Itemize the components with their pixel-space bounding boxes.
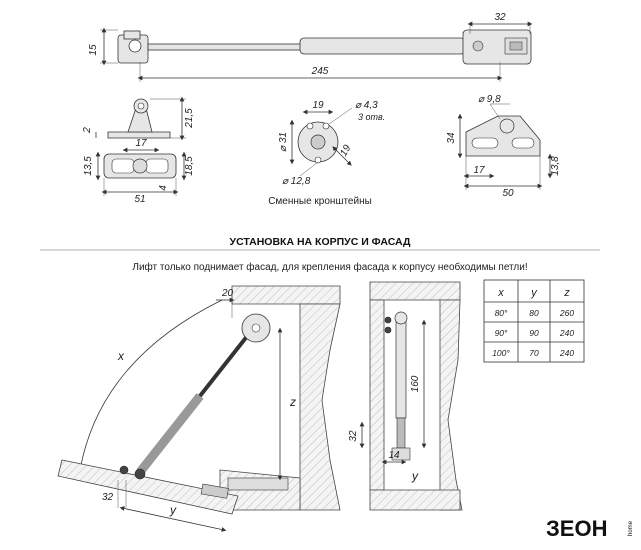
table-header-y: y: [530, 287, 538, 299]
dim-strut-height: 15: [88, 44, 99, 56]
dim-round-width: 19: [312, 100, 324, 111]
dim-bottom-32: 32: [102, 492, 114, 503]
dim-160: 160: [410, 375, 421, 392]
dim-bracket-width: 51: [134, 194, 145, 205]
dim-bracket-mid: 4: [158, 185, 169, 191]
install-diagram-open: x z 20 y 32: [57, 285, 341, 532]
table-cell: 100°: [492, 348, 510, 358]
dim-14: 14: [388, 450, 400, 461]
install-diagram-closed: 160 32 14 y: [348, 281, 463, 511]
dim-round-offset: 19: [338, 143, 353, 159]
table-cell: 90: [529, 328, 539, 338]
dim-angled-thick: 13,8: [550, 156, 561, 176]
dim-round-height: ⌀ 31: [278, 132, 289, 152]
dim-round-center: ⌀ 12,8: [282, 176, 311, 187]
label-y-left: y: [169, 503, 177, 517]
bracket-flat: 2 21,5 17 51 13,5 18,5 4: [82, 96, 195, 205]
dimensions-table: x y z 80° 80 260 90° 90 240 100° 70 240: [483, 279, 585, 363]
table-cell: 90°: [495, 328, 508, 338]
bracket-angled: ⌀ 9,8 34 17 50 13,8: [446, 94, 561, 199]
table-cell: 70: [529, 348, 539, 358]
logo-text: ЗЕОН: [546, 516, 607, 541]
dim-round-hole-count: 3 отв.: [358, 112, 385, 122]
caption-brackets: Сменные кронштейны: [268, 196, 372, 207]
dim-bracket-right: 18,5: [184, 156, 195, 176]
dim-angled-hole: ⌀ 9,8: [478, 94, 501, 105]
dim-angled-height: 34: [446, 132, 457, 144]
dim-round-hole: ⌀ 4,3: [355, 100, 378, 111]
dim-32-mid: 32: [348, 430, 359, 442]
dim-angled-length: 50: [502, 188, 514, 199]
zeon-logo: ЗЕОН home: [546, 516, 634, 541]
table-cell: 240: [559, 348, 574, 358]
dim-bracket-height: 21,5: [184, 108, 195, 129]
label-z: z: [289, 395, 296, 409]
label-y-mid: y: [411, 469, 419, 483]
table-cell: 260: [559, 308, 574, 318]
dim-total-length: 245: [311, 66, 329, 77]
dim-top-20: 20: [221, 288, 234, 299]
install-note: Лифт только поднимает фасад, для креплен…: [132, 261, 527, 273]
dim-bracket-thickness: 13,5: [83, 156, 94, 176]
gas-strut-drawing: 15 245 32: [88, 12, 533, 82]
bracket-round: 19 ⌀ 4,3 3 отв. ⌀ 31 ⌀ 12,8 19: [278, 100, 385, 187]
dim-right-mount: 32: [494, 12, 506, 23]
section-heading: УСТАНОВКА НА КОРПУС И ФАСАД: [230, 236, 411, 248]
table-cell: 80°: [495, 308, 508, 318]
dim-bracket-hole-spacing: 17: [135, 138, 147, 149]
dim-bracket-base: 2: [82, 127, 93, 134]
dim-angled-offset: 17: [473, 165, 485, 176]
logo-sub: home: [628, 520, 634, 536]
table-cell: 240: [559, 328, 574, 338]
label-x: x: [117, 349, 125, 363]
table-header-x: x: [497, 287, 504, 299]
table-header-z: z: [563, 287, 570, 299]
table-cell: 80: [529, 308, 539, 318]
